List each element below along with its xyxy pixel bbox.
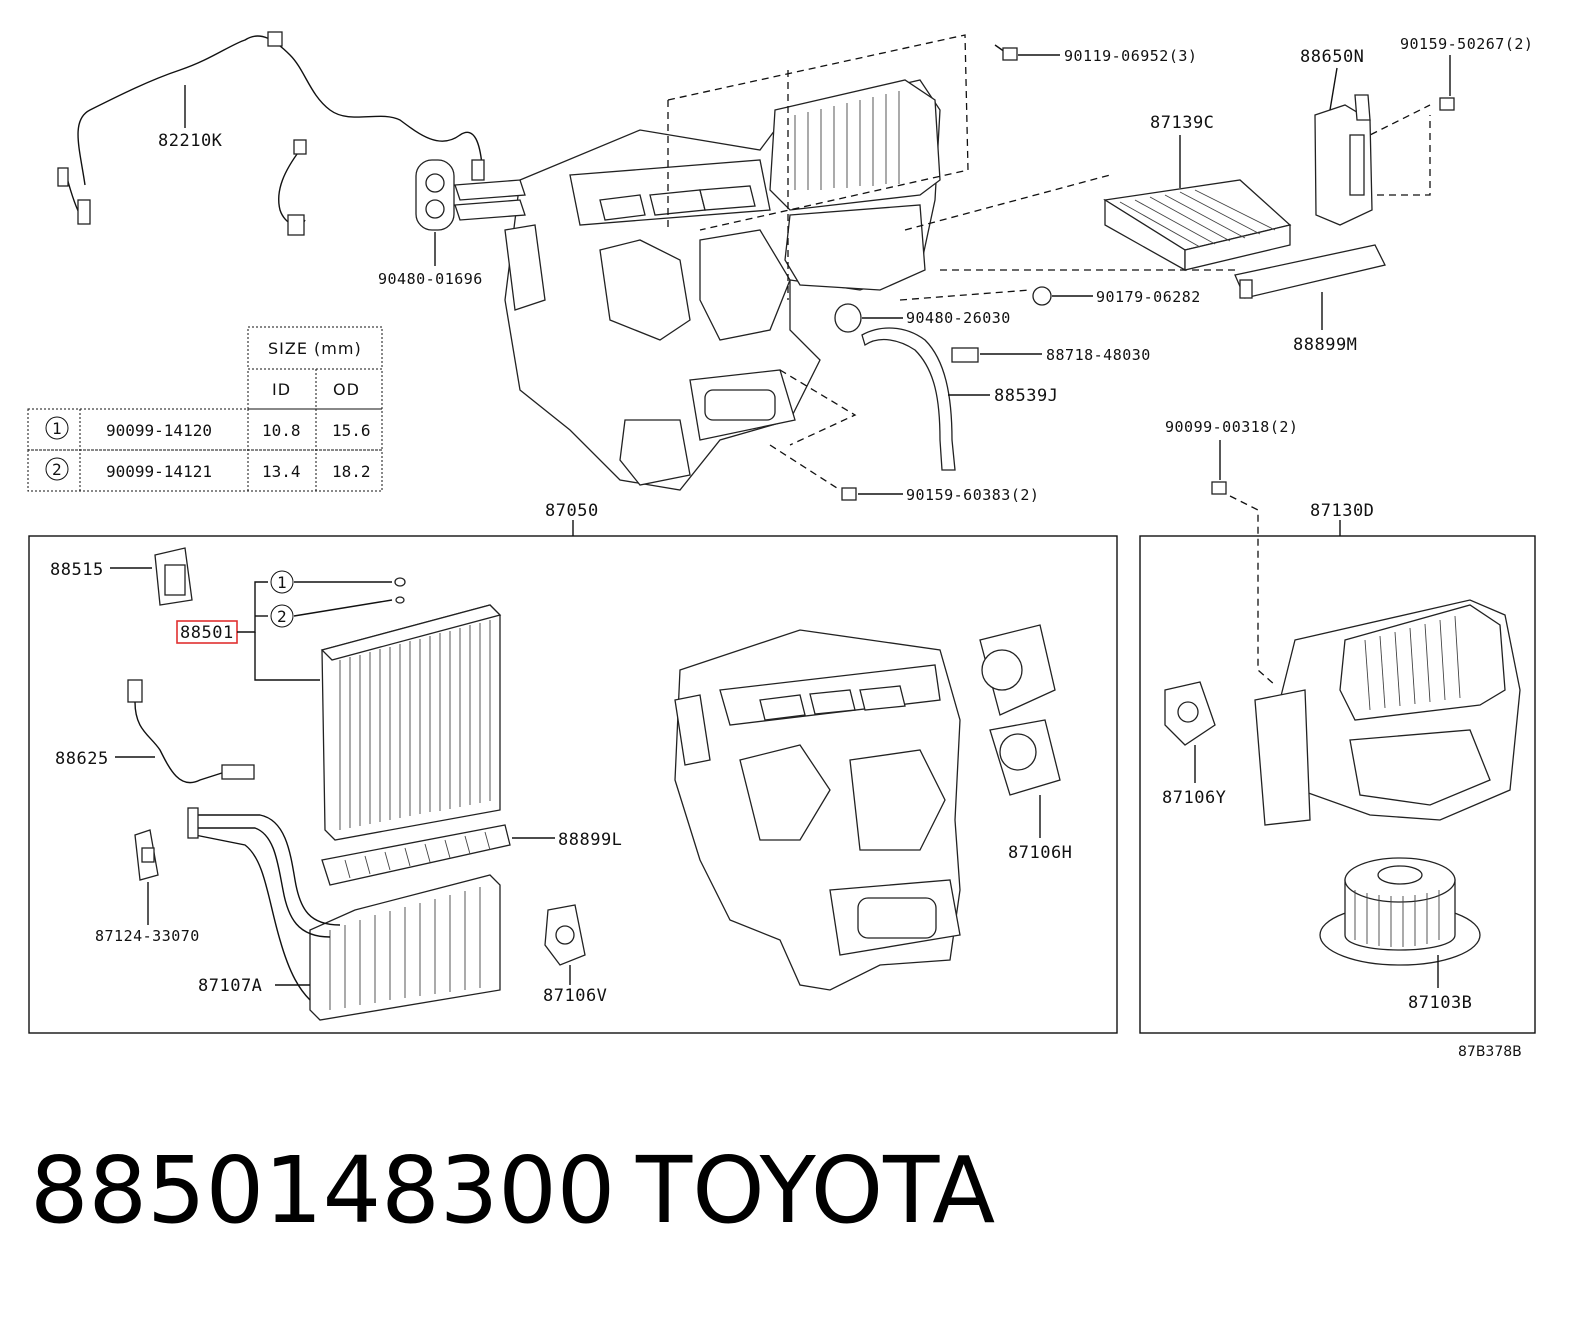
o-ring-1-icon: [394, 577, 406, 587]
hvac-housing-drawing: [674, 629, 961, 991]
label-87106Y: 87106Y: [1162, 788, 1226, 808]
label-87139C: 87139C: [1150, 113, 1214, 133]
size-table: SIZE (mm) ID OD 1 90099-14120 10.8 15.6 …: [27, 326, 383, 492]
servo-motor-y-drawing: [1164, 681, 1216, 746]
servo-motor-h-drawing: [979, 624, 1061, 796]
blower-unit-drawing: [1254, 599, 1521, 826]
label-88539J: 88539J: [994, 386, 1058, 406]
grommet-drawing: [415, 159, 455, 231]
label-90179-06282: 90179-06282: [1096, 288, 1201, 306]
table-col-id: ID: [272, 380, 291, 399]
label-90099-00318: 90099-00318(2): [1165, 418, 1298, 436]
table-row-1-id: 10.8: [262, 421, 301, 440]
label-82210K: 82210K: [158, 131, 223, 151]
table-row-2-part: 90099-14121: [106, 462, 212, 481]
label-88718-48030: 88718-48030: [1046, 346, 1151, 364]
expansion-valve-drawing: [154, 547, 193, 606]
screw-drawing: [1439, 97, 1455, 111]
label-90480-26030: 90480-26030: [906, 309, 1011, 327]
clamp-drawing: [134, 829, 159, 881]
label-90159-60383: 90159-60383(2): [906, 486, 1039, 504]
label-87124-33070: 87124-33070: [95, 927, 200, 945]
o-ring-2-icon: [395, 596, 405, 604]
label-87103B: 87103B: [1408, 993, 1472, 1013]
table-row-2-id: 13.4: [262, 462, 301, 481]
evaporator-drawing: [320, 604, 502, 841]
label-88515: 88515: [50, 560, 104, 580]
filter-cover-drawing: [1234, 244, 1386, 299]
temperature-sensor-drawing: [127, 679, 255, 784]
table-row-1-part: 90099-14120: [106, 421, 212, 440]
label-87106H: 87106H: [1008, 843, 1072, 863]
drain-hose-drawing: [861, 327, 956, 471]
group-box-87130D: [1139, 535, 1536, 1034]
footer-part-number: 8850148300: [30, 1137, 615, 1244]
control-module-drawing: [1314, 94, 1373, 226]
screw-bottom-icon: [841, 487, 857, 501]
label-87130D: 87130D: [1310, 501, 1374, 521]
diagram-reference: 87B378B: [1458, 1044, 1522, 1060]
grommet-round-icon: [834, 303, 862, 333]
hvac-assembly-top-drawing: [454, 79, 941, 491]
blower-motor-drawing: [1319, 857, 1481, 966]
grommet-small-icon: [1032, 286, 1052, 306]
servo-motor-v-drawing: [544, 904, 586, 966]
table-row-2-od: 18.2: [332, 462, 371, 481]
label-88650N: 88650N: [1300, 47, 1364, 67]
bolt-drawing: [994, 44, 1018, 61]
table-row-2-mark: 2: [52, 460, 62, 479]
screw-right-icon: [1211, 481, 1227, 495]
group-box-87050: [28, 535, 1118, 1034]
label-87050: 87050: [545, 501, 599, 521]
evaporator-cover-drawing: [321, 824, 511, 886]
heater-core-drawing: [187, 807, 501, 1021]
label-87107A: 87107A: [198, 976, 262, 996]
callout-1: 1: [277, 573, 287, 592]
label-88899M: 88899M: [1293, 335, 1357, 355]
label-88625: 88625: [55, 749, 109, 769]
callout-2: 2: [277, 607, 287, 626]
label-88501[interactable]: 88501: [180, 623, 234, 643]
footer-brand: TOYOTA: [635, 1137, 995, 1244]
connector-icon: [951, 347, 979, 363]
table-col-od: OD: [333, 380, 360, 399]
table-header-size: SIZE (mm): [268, 339, 362, 358]
label-90480-01696: 90480-01696: [378, 270, 483, 288]
label-90159-50267: 90159-50267(2): [1400, 35, 1533, 53]
table-row-1-od: 15.6: [332, 421, 371, 440]
wire-harness-drawing: [57, 31, 485, 236]
label-88899L: 88899L: [558, 830, 622, 850]
label-90119-06952: 90119-06952(3): [1064, 47, 1197, 65]
table-row-1-mark: 1: [52, 419, 62, 438]
label-87106V: 87106V: [543, 986, 607, 1006]
air-filter-drawing: [1103, 179, 1292, 272]
